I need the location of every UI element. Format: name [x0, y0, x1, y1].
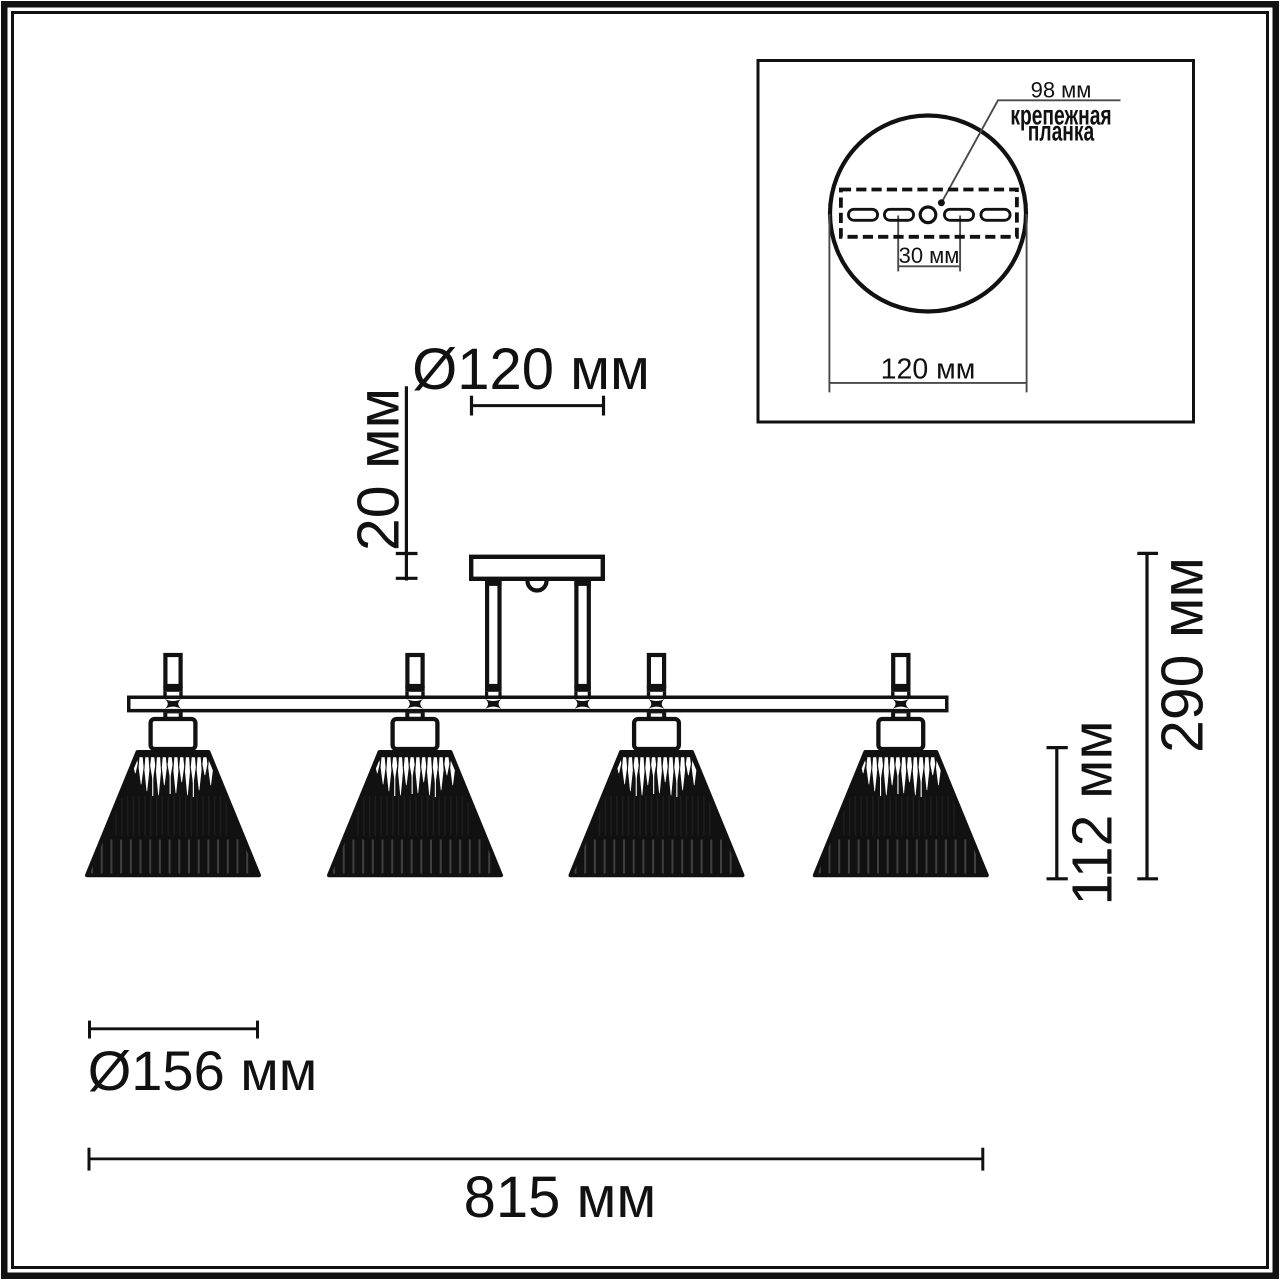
svg-text:Ø120 мм: Ø120 мм: [412, 337, 650, 402]
svg-text:крепежная: крепежная: [1010, 101, 1111, 131]
svg-text:Ø156 мм: Ø156 мм: [88, 1039, 318, 1102]
svg-text:290 мм: 290 мм: [1150, 557, 1216, 753]
svg-text:112 мм: 112 мм: [1061, 720, 1125, 905]
svg-text:30 мм: 30 мм: [899, 243, 960, 268]
svg-text:120 мм: 120 мм: [881, 354, 976, 386]
svg-text:98 мм: 98 мм: [1031, 78, 1092, 103]
svg-text:планка: планка: [1028, 118, 1095, 148]
svg-text:815 мм: 815 мм: [464, 1165, 657, 1230]
svg-text:20 мм: 20 мм: [346, 388, 412, 551]
